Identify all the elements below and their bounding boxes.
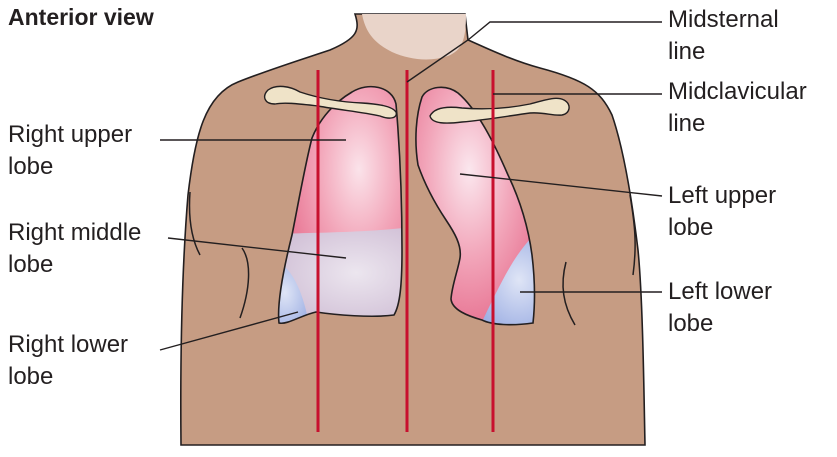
midsternal-label: Midsternal line <box>668 4 779 68</box>
right-lung <box>277 85 403 325</box>
neck <box>362 14 466 60</box>
right-clavicle <box>263 85 397 119</box>
midclavicular-label-line2: line <box>668 110 706 137</box>
torso <box>180 13 646 446</box>
view-title: Anterior view <box>8 4 154 30</box>
midclavicular-label-line1: Midclavicular <box>668 78 807 105</box>
right-arm-crease <box>629 194 636 276</box>
right-middle-lobe-label-line2: lobe <box>8 251 54 278</box>
leader-right-middle <box>167 237 347 259</box>
right-lower-lobe-label: Right lower lobe <box>8 329 128 393</box>
right-lower-lobe-label-line2: lobe <box>8 363 54 390</box>
left-axilla <box>239 247 250 319</box>
left-upper-lobe-label-line1: Left upper <box>668 182 777 209</box>
midclavicular-label: Midclavicular line <box>668 76 807 140</box>
leader-left-upper <box>459 173 663 197</box>
midsternal-label-line1: Midsternal <box>668 6 779 33</box>
left-lower-lobe-shape <box>478 230 535 325</box>
left-arm-crease <box>188 191 201 256</box>
left-lower-lobe-label-line1: Left lower <box>668 278 773 305</box>
left-lower-lobe-label-line2: lobe <box>668 310 714 337</box>
right-lower-lobe-shape <box>278 255 310 324</box>
right-lower-lobe-label-line1: Right lower <box>8 331 129 358</box>
left-clavicle <box>429 97 570 124</box>
right-upper-lobe-label-line1: Right upper <box>8 121 133 148</box>
right-middle-lobe-label-line1: Right middle <box>8 219 142 246</box>
right-axilla <box>562 261 576 326</box>
left-lower-lobe-label: Left lower lobe <box>668 276 772 340</box>
right-upper-lobe-label-line2: lobe <box>8 153 54 180</box>
midsternal-label-line2: line <box>668 38 706 65</box>
left-upper-lobe-label: Left upper lobe <box>668 180 776 244</box>
right-upper-lobe-label: Right upper lobe <box>8 119 132 183</box>
leader-midsternal <box>406 21 662 83</box>
right-middle-lobe-label: Right middle lobe <box>8 217 141 281</box>
leader-right-lower <box>159 311 299 351</box>
left-upper-lobe-label-line2: lobe <box>668 214 714 241</box>
